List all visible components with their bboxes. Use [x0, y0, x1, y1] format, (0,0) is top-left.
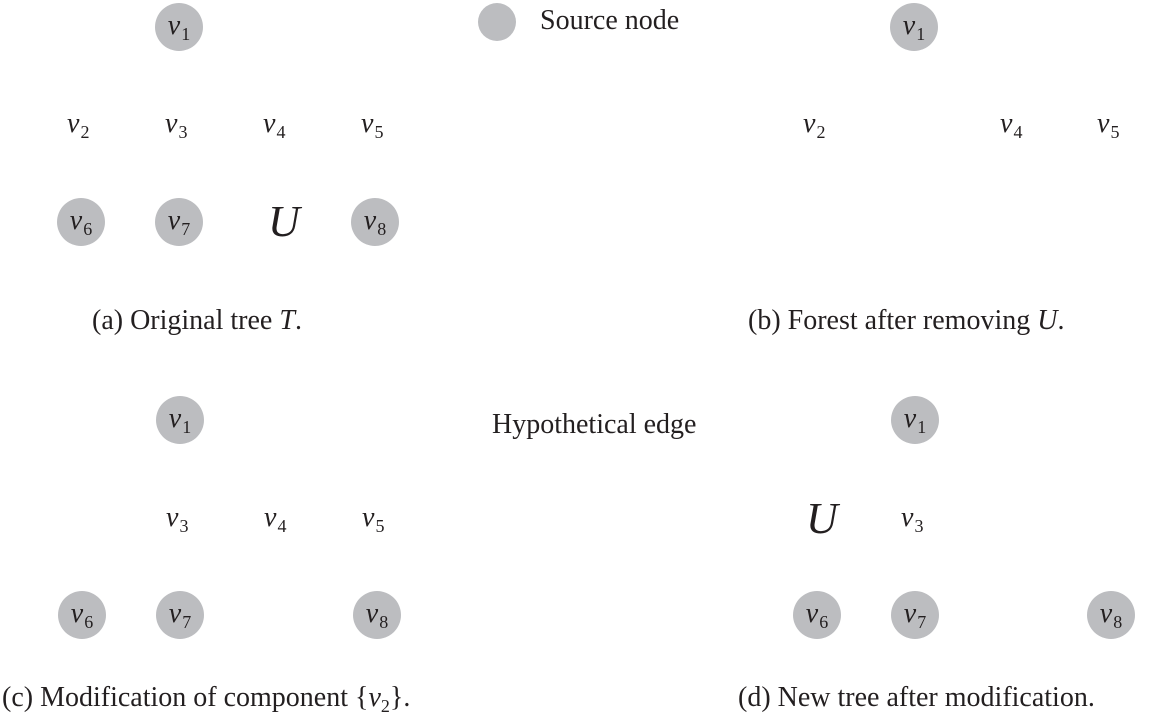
node-label: v1 [902, 9, 926, 44]
node-d-U: U [806, 494, 838, 543]
legend-hypothetical-edge-label: Hypothetical edge [492, 409, 697, 440]
node-label: v1 [167, 9, 191, 44]
node-a-U: U [268, 197, 300, 246]
node-a-v5: v5 [361, 108, 384, 142]
legend-source-node-label: Source node [540, 5, 680, 36]
node-label: v6 [69, 204, 93, 239]
node-d-v7: v7 [891, 591, 939, 639]
caption-c: (c) Modification of component {v2}. [2, 682, 411, 716]
node-c-v6: v6 [58, 591, 106, 639]
node-a-v7: v7 [155, 198, 203, 246]
node-b-v4: v4 [1000, 108, 1023, 142]
legend-source-node-swatch [478, 3, 516, 41]
node-a-v6: v6 [57, 198, 105, 246]
node-label: v7 [903, 597, 927, 632]
node-c-v7: v7 [156, 591, 204, 639]
node-label: v7 [167, 204, 191, 239]
node-a-v3: v3 [165, 108, 188, 142]
node-a-v1: v1 [155, 3, 203, 51]
node-label: v8 [1099, 597, 1123, 632]
node-c-v4: v4 [264, 502, 287, 536]
node-label: v6 [70, 597, 94, 632]
node-a-v2: v2 [67, 108, 90, 142]
node-d-v3: v3 [901, 502, 924, 536]
node-label: v7 [168, 597, 192, 632]
node-c-v8: v8 [353, 591, 401, 639]
caption-b: (b) Forest after removing U. [748, 305, 1065, 336]
node-c-v1: v1 [156, 396, 204, 444]
node-c-v3: v3 [166, 502, 189, 536]
node-label: v8 [365, 597, 389, 632]
node-b-v5: v5 [1097, 108, 1120, 142]
node-d-v1: v1 [891, 396, 939, 444]
node-a-v4: v4 [263, 108, 286, 142]
node-d-v8: v8 [1087, 591, 1135, 639]
caption-a: (a) Original tree T. [92, 305, 302, 336]
node-label: v1 [903, 402, 927, 437]
caption-d: (d) New tree after modification. [738, 682, 1095, 713]
node-c-v5: v5 [362, 502, 385, 536]
node-label: v6 [805, 597, 829, 632]
node-label: v8 [363, 204, 387, 239]
node-label: v1 [168, 402, 192, 437]
node-b-v2: v2 [803, 108, 826, 142]
node-a-v8: v8 [351, 198, 399, 246]
node-b-v1: v1 [890, 3, 938, 51]
node-d-v6: v6 [793, 591, 841, 639]
